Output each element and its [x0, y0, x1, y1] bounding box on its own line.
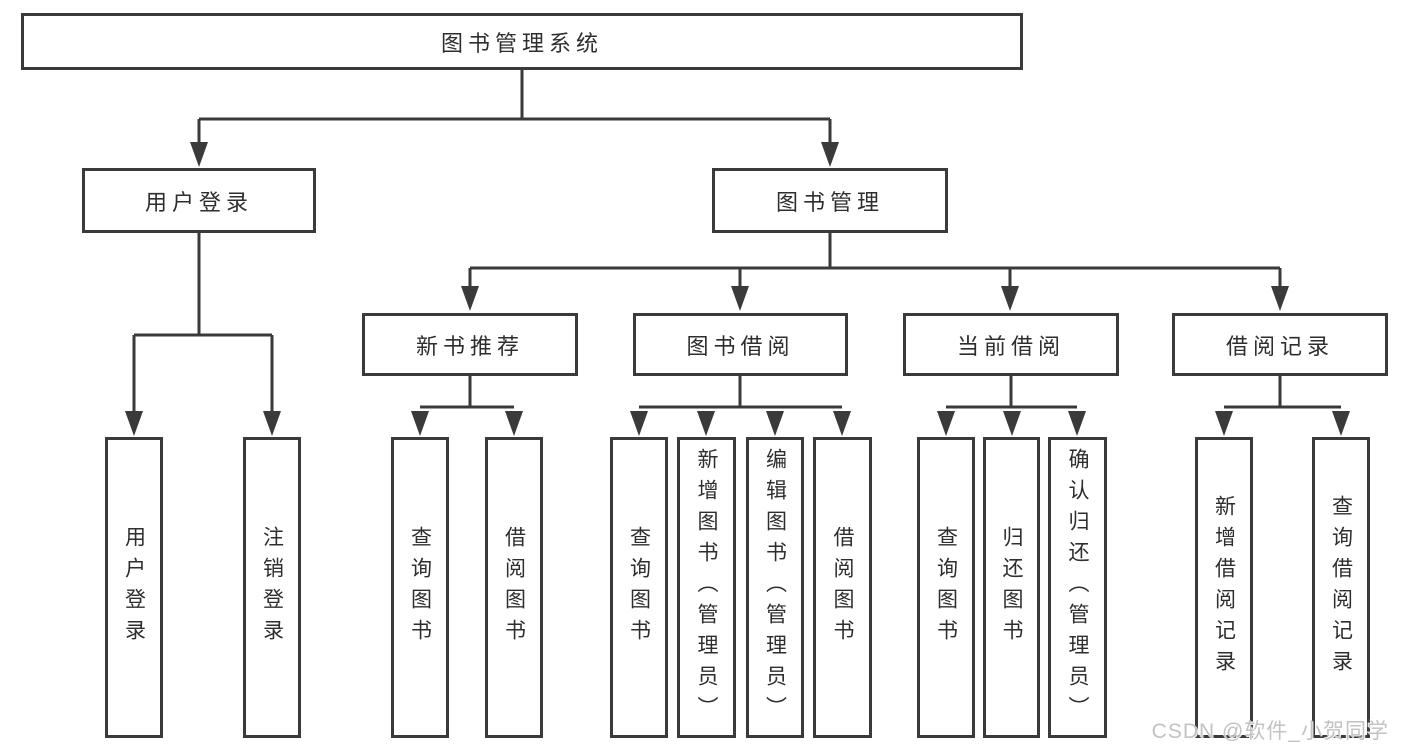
arrow-down-icon	[731, 286, 749, 311]
arrow-down-icon	[190, 142, 208, 167]
arrow-down-icon	[630, 411, 648, 436]
node-current-borrow: 当前借阅	[903, 313, 1119, 376]
node-book-management: 图书管理	[712, 168, 948, 233]
leaf-query-borrow-record: 查询借阅记录	[1312, 437, 1370, 738]
arrow-down-icon	[821, 142, 839, 167]
connector-line	[1224, 376, 1341, 409]
leaf-confirm-return-admin: 确认归还（管理员）	[1048, 437, 1107, 738]
arrow-down-icon	[766, 411, 784, 436]
connector-line	[420, 376, 514, 409]
node-borrow-records: 借阅记录	[1172, 313, 1388, 376]
leaf-user-login: 用户登录	[105, 437, 163, 738]
leaf-query-books-recommend: 查询图书	[391, 437, 449, 738]
node-user-login: 用户登录	[82, 168, 316, 233]
leaf-borrow-books-recommend: 借阅图书	[485, 437, 543, 738]
arrow-down-icon	[411, 411, 429, 436]
connector-line	[468, 233, 1282, 289]
leaf-add-books-admin: 新增图书（管理员）	[677, 437, 736, 738]
arrow-down-icon	[125, 411, 143, 436]
node-root-library-system: 图书管理系统	[21, 13, 1023, 70]
connector-line	[639, 376, 842, 409]
leaf-edit-books-admin: 编辑图书（管理员）	[746, 437, 804, 738]
connector-line	[197, 70, 832, 145]
arrow-down-icon	[1068, 411, 1086, 436]
node-new-book-recommend: 新书推荐	[362, 313, 578, 376]
node-book-borrow: 图书借阅	[633, 313, 848, 376]
leaf-borrow-books: 借阅图书	[813, 437, 872, 738]
arrow-down-icon	[505, 411, 523, 436]
arrow-down-icon	[1215, 411, 1233, 436]
arrow-down-icon	[461, 286, 479, 311]
arrow-down-icon	[1001, 286, 1019, 311]
connector-line	[132, 233, 274, 414]
leaf-return-books: 归还图书	[983, 437, 1040, 738]
leaf-query-books-current: 查询图书	[917, 437, 975, 738]
arrow-down-icon	[937, 411, 955, 436]
arrow-down-icon	[1332, 411, 1350, 436]
leaf-logout: 注销登录	[243, 437, 301, 738]
arrow-down-icon	[697, 411, 715, 436]
leaf-add-borrow-record: 新增借阅记录	[1195, 437, 1253, 738]
arrow-down-icon	[833, 411, 851, 436]
arrow-down-icon	[1003, 411, 1021, 436]
arrow-down-icon	[263, 411, 281, 436]
csdn-watermark: CSDN @软件_小贺同学	[1151, 720, 1389, 743]
arrow-down-icon	[1271, 286, 1289, 311]
connector-line	[946, 376, 1077, 409]
leaf-query-books-borrow: 查询图书	[610, 437, 668, 738]
